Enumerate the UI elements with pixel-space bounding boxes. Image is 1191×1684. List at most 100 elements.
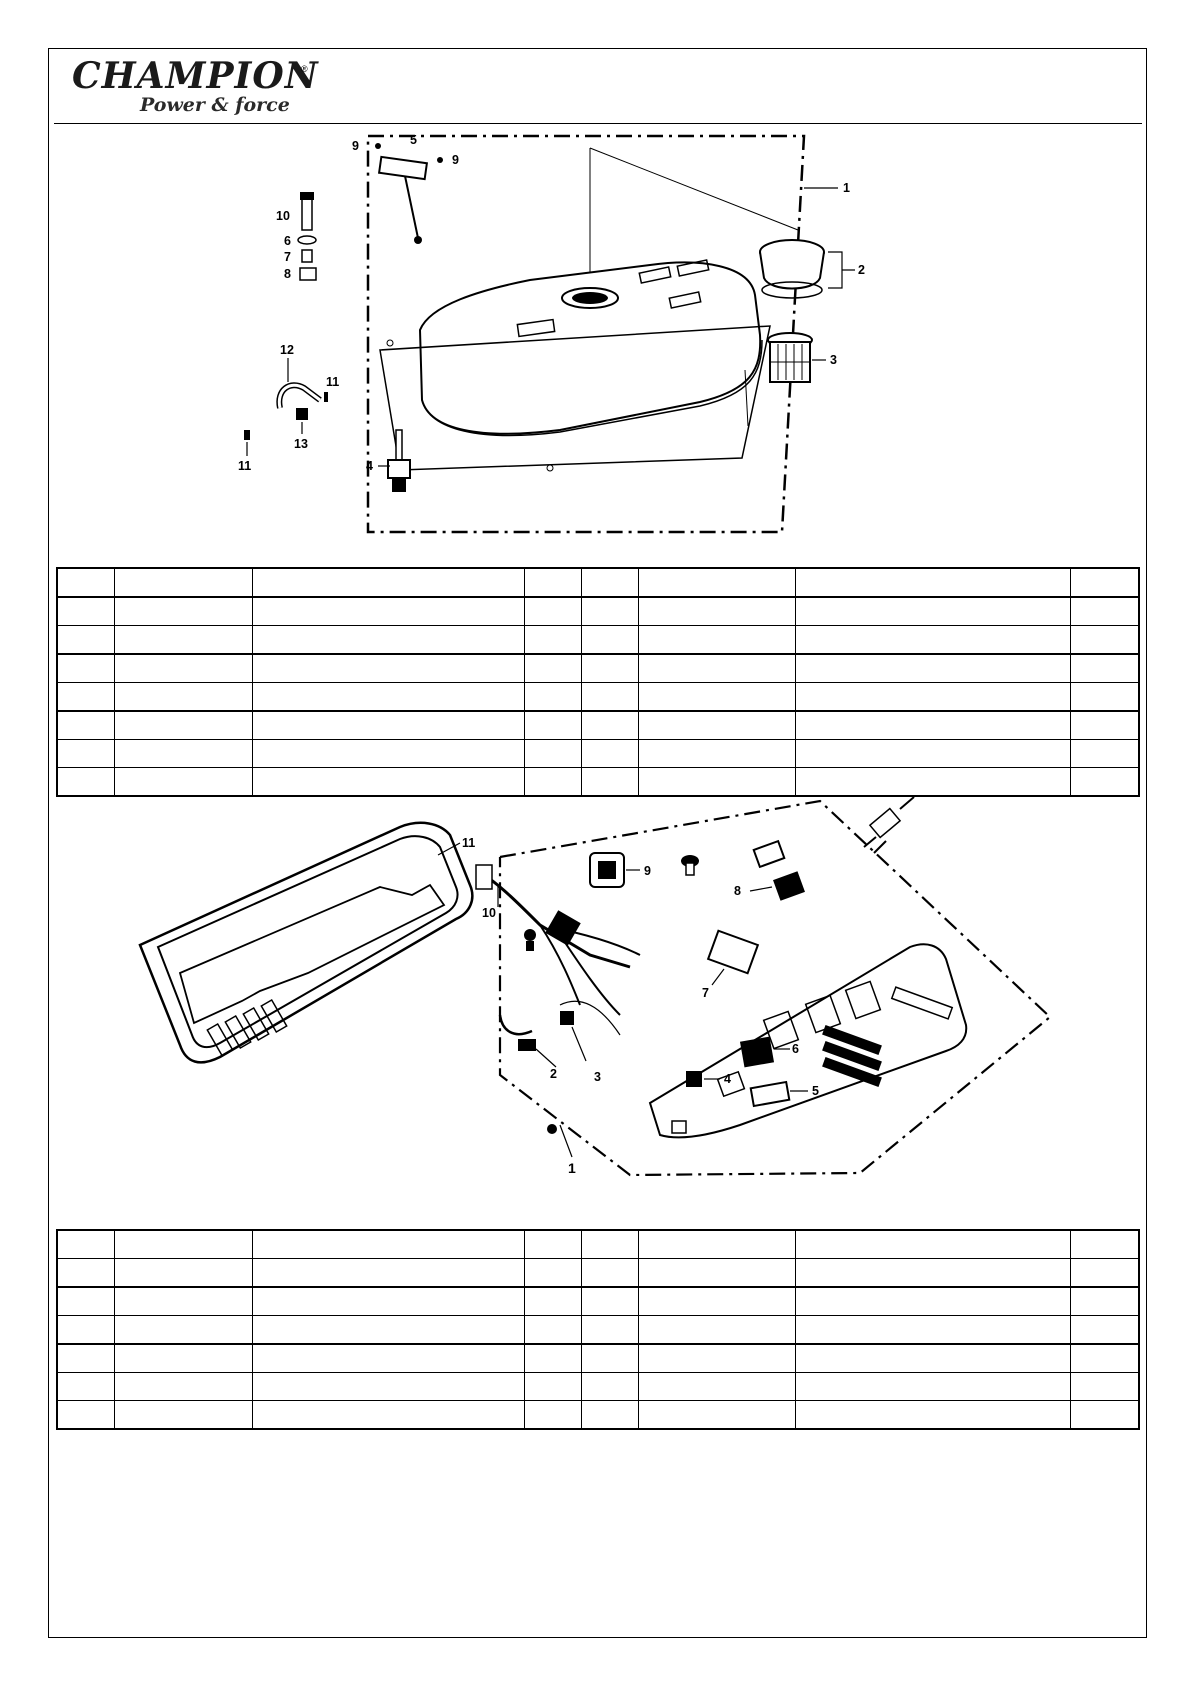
table-cell xyxy=(1069,653,1140,683)
header-divider xyxy=(54,123,1142,124)
table-cell xyxy=(637,653,796,683)
table-cell xyxy=(56,625,115,655)
page-frame xyxy=(48,48,1147,1638)
fuel-tank-diagram: 1 2 3 4 5 6 7 8 9 9 10 11 11 12 13 xyxy=(238,133,865,534)
table-cell xyxy=(580,625,639,655)
callout: 2 xyxy=(550,1067,557,1081)
table-cell xyxy=(794,1343,1071,1373)
table-cell xyxy=(580,1229,639,1259)
table-cell xyxy=(251,767,525,797)
table-row xyxy=(56,1343,1140,1373)
table-cell xyxy=(580,739,639,768)
table-cell xyxy=(580,596,639,626)
table-cell xyxy=(251,739,525,768)
table-row xyxy=(56,739,1140,768)
callout: 3 xyxy=(594,1070,601,1084)
table-cell xyxy=(794,1229,1071,1259)
table-cell xyxy=(580,1258,639,1288)
table-row xyxy=(56,710,1140,740)
callout: 4 xyxy=(724,1072,731,1086)
table-cell xyxy=(56,1258,115,1288)
table-cell xyxy=(523,739,582,768)
table-cell xyxy=(794,567,1071,598)
table-cell xyxy=(523,1400,582,1430)
callout: 1 xyxy=(568,1160,576,1176)
table-cell xyxy=(523,567,582,598)
table-cell xyxy=(113,767,253,797)
table-row xyxy=(56,1229,1140,1259)
table-cell xyxy=(56,767,115,797)
table-cell xyxy=(56,682,115,712)
callout: 10 xyxy=(482,906,496,920)
table-cell xyxy=(251,682,525,712)
table-cell xyxy=(56,1372,115,1401)
callout: 6 xyxy=(284,234,291,248)
table-cell xyxy=(1069,1229,1140,1259)
parts-table-top xyxy=(56,567,1140,797)
table-cell xyxy=(251,1286,525,1316)
table-cell xyxy=(580,1343,639,1373)
table-cell xyxy=(1069,682,1140,712)
callout: 11 xyxy=(462,836,475,850)
callout: 6 xyxy=(792,1042,799,1056)
champion-logo: CHAMPION ® Power & force xyxy=(72,56,318,118)
table-cell xyxy=(523,625,582,655)
table-cell xyxy=(56,1286,115,1316)
table-cell xyxy=(637,1400,796,1430)
table-cell xyxy=(580,1286,639,1316)
registered-mark: ® xyxy=(301,64,308,74)
table-cell xyxy=(794,625,1071,655)
table-cell xyxy=(113,596,253,626)
table-cell xyxy=(794,710,1071,740)
table-cell xyxy=(580,767,639,797)
table-cell xyxy=(580,710,639,740)
table-cell xyxy=(523,1229,582,1259)
table-cell xyxy=(637,625,796,655)
callout: 9 xyxy=(352,139,359,153)
table-row xyxy=(56,1372,1140,1401)
table-cell xyxy=(113,625,253,655)
table-cell xyxy=(113,653,253,683)
table-cell xyxy=(794,653,1071,683)
table-cell xyxy=(580,1400,639,1430)
table-cell xyxy=(251,1400,525,1430)
table-cell xyxy=(794,596,1071,626)
table-cell xyxy=(113,682,253,712)
table-cell xyxy=(113,1343,253,1373)
table-cell xyxy=(113,1258,253,1288)
table-cell xyxy=(523,767,582,797)
parts-table-bottom-body xyxy=(56,1229,1140,1430)
table-cell xyxy=(794,767,1071,797)
callout: 5 xyxy=(410,133,417,147)
brand-tagline: Power & force xyxy=(140,94,290,116)
callout: 9 xyxy=(452,153,459,167)
table-cell xyxy=(56,653,115,683)
table-cell xyxy=(637,596,796,626)
table-cell xyxy=(1069,567,1140,598)
parts-table-bottom xyxy=(56,1229,1140,1430)
callout: 11 xyxy=(238,459,251,473)
table-cell xyxy=(523,596,582,626)
table-cell xyxy=(113,1372,253,1401)
table-cell xyxy=(637,710,796,740)
callout: 2 xyxy=(858,263,865,277)
table-cell xyxy=(580,682,639,712)
table-cell xyxy=(1069,1258,1140,1288)
table-cell xyxy=(251,710,525,740)
parts-table-top-body xyxy=(56,567,1140,797)
table-cell xyxy=(580,1315,639,1345)
callout: 3 xyxy=(830,353,837,367)
callout: 12 xyxy=(280,343,294,357)
table-cell xyxy=(56,710,115,740)
table-cell xyxy=(1069,739,1140,768)
table-cell xyxy=(580,1372,639,1401)
callout: 5 xyxy=(812,1084,819,1098)
table-cell xyxy=(794,682,1071,712)
table-row xyxy=(56,1258,1140,1288)
callout: 13 xyxy=(294,437,308,451)
table-cell xyxy=(523,1258,582,1288)
table-cell xyxy=(637,1229,796,1259)
table-cell xyxy=(637,767,796,797)
table-cell xyxy=(637,1258,796,1288)
table-cell xyxy=(56,1400,115,1430)
